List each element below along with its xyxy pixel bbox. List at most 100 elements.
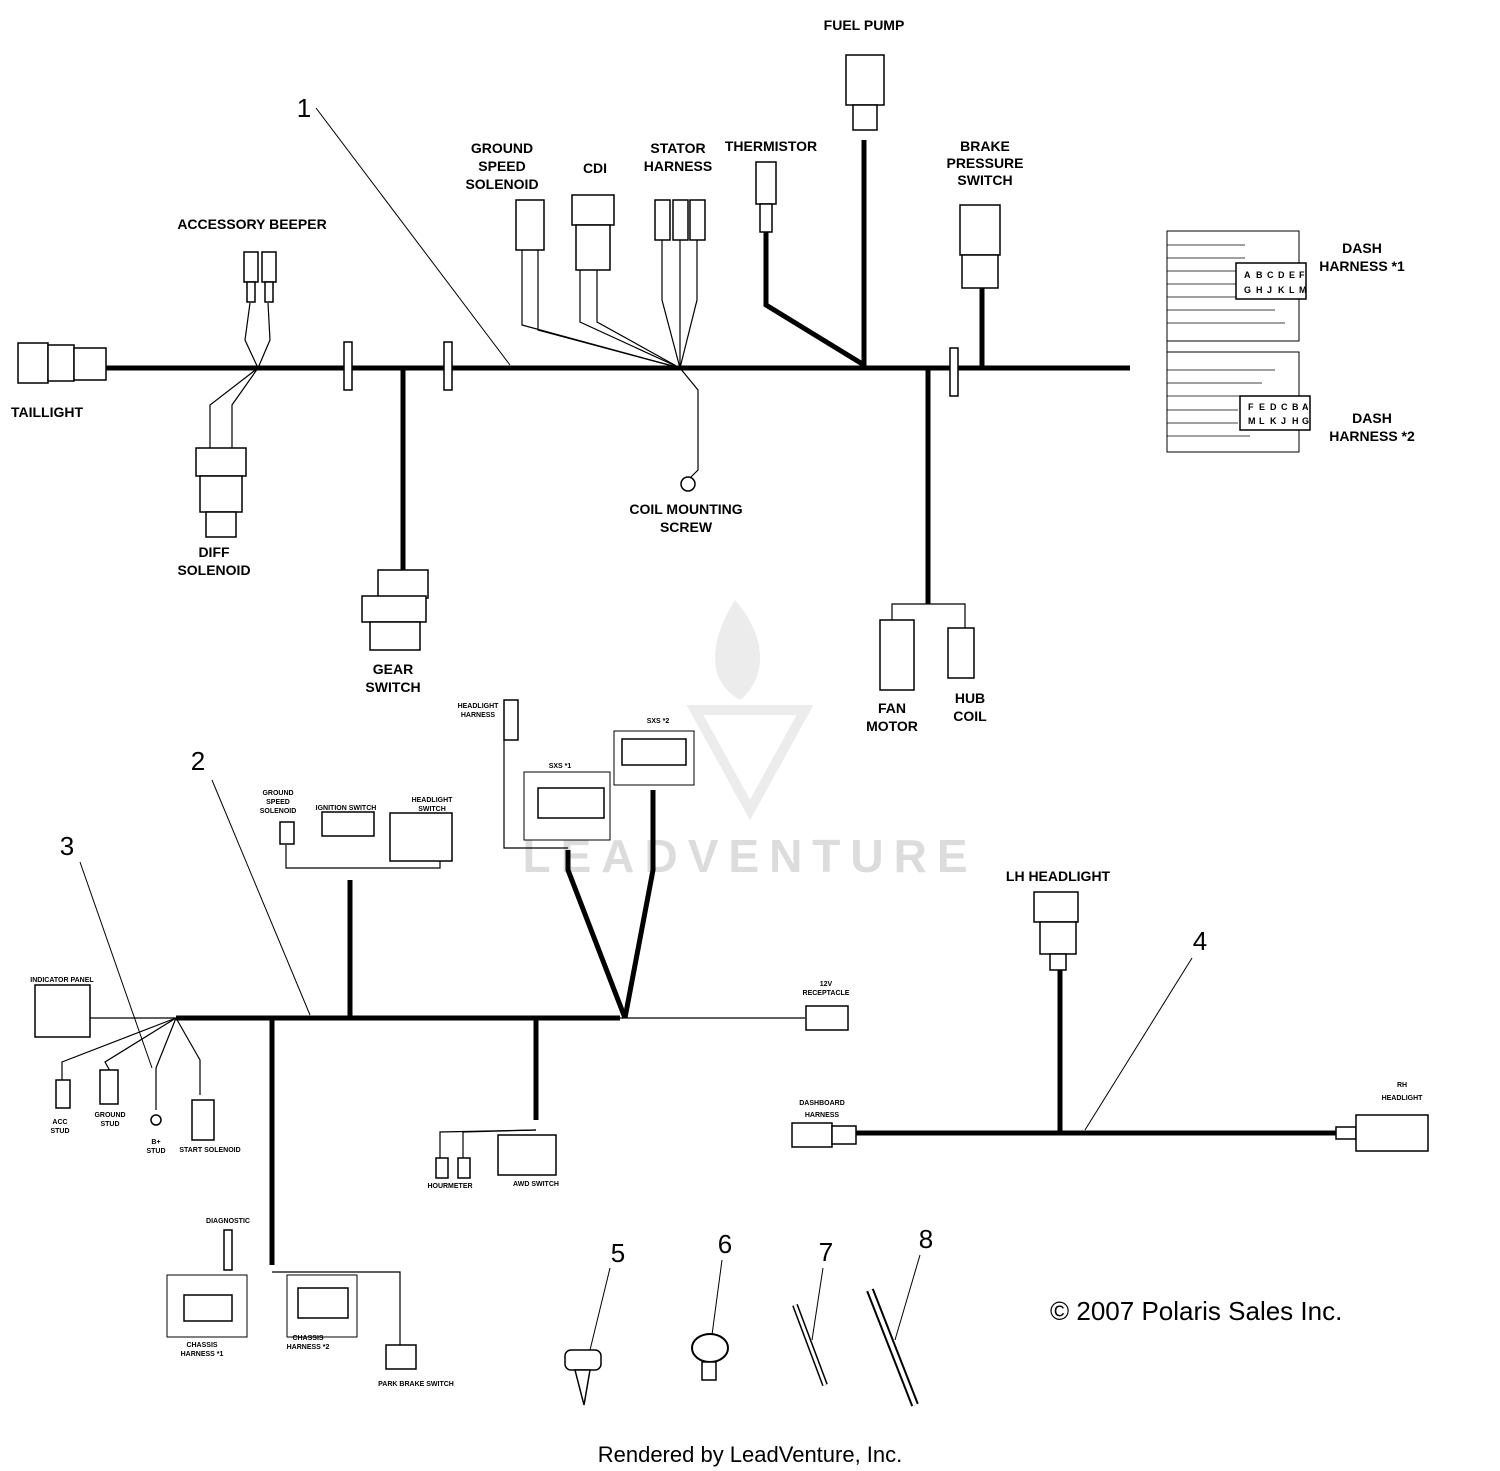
svg-text:D: D (1278, 270, 1285, 280)
watermark-text: LEADVENTURE (522, 830, 977, 882)
label-chassis-1-a: CHASSIS (186, 1342, 217, 1349)
ground-stud (99, 1069, 119, 1105)
svg-text:B: B (1256, 270, 1263, 280)
label-gss-small-2: SPEED (266, 799, 290, 806)
label-b-stud-1: B+ (151, 1139, 160, 1146)
svg-text:M: M (1248, 416, 1256, 426)
brake-pressure-switch-connector (959, 204, 1001, 289)
label-rh-headlight-2: HEADLIGHT (1382, 1095, 1424, 1102)
label-coil-mounting-screw-2: SCREW (660, 519, 713, 535)
label-fan-motor-2: MOTOR (866, 718, 918, 734)
watermark: LEADVENTURE (522, 600, 977, 882)
label-sxs-2: SXS *2 (647, 718, 670, 725)
label-gss-small-3: SOLENOID (260, 808, 297, 815)
label-cdi: CDI (583, 160, 607, 176)
thermistor-connector (755, 161, 777, 233)
loose-parts (564, 1288, 919, 1407)
rendered-by-text: Rendered by LeadVenture, Inc. (598, 1442, 903, 1467)
label-gear-switch-2: SWITCH (365, 679, 420, 695)
label-dashboard-harness-2: HARNESS (805, 1112, 840, 1119)
svg-text:C: C (1267, 270, 1274, 280)
callout-1: 1 (297, 93, 311, 123)
svg-text:J: J (1281, 416, 1286, 426)
label-acc-stud-1: ACC (52, 1119, 67, 1126)
callout-3: 3 (60, 831, 74, 861)
label-accessory-beeper: ACCESSORY BEEPER (177, 216, 326, 232)
indicator-panel (34, 984, 91, 1038)
label-chassis-1-b: HARNESS *1 (181, 1351, 224, 1358)
svg-text:L: L (1289, 285, 1295, 295)
svg-text:G: G (1244, 285, 1251, 295)
awd-switch (497, 1134, 557, 1176)
label-park-brake-switch: PARK BRAKE SWITCH (378, 1381, 454, 1388)
label-rh-headlight-1: RH (1397, 1082, 1407, 1089)
callout-2: 2 (191, 746, 205, 776)
label-hub-coil-1: HUB (955, 690, 985, 706)
svg-text:A: A (1244, 270, 1251, 280)
fan-motor-connector (879, 619, 915, 691)
label-receptacle-1: 12V (820, 981, 833, 988)
label-ground-stud-1: GROUND (94, 1112, 125, 1119)
svg-text:F: F (1248, 402, 1254, 412)
label-taillight: TAILLIGHT (11, 404, 84, 420)
label-headlight-harness-2: HARNESS (461, 712, 496, 719)
dashboard-harness-connector (791, 1122, 833, 1148)
label-brake-pressure-switch-2: PRESSURE (946, 155, 1023, 171)
stator-connectors (654, 199, 706, 241)
part-5 (564, 1349, 602, 1406)
label-diagnostic: DIAGNOSTIC (206, 1218, 250, 1225)
callout-8: 8 (919, 1224, 933, 1254)
svg-text:H: H (1292, 416, 1299, 426)
label-brake-pressure-switch-3: SWITCH (957, 172, 1012, 188)
label-hub-coil-2: COIL (953, 708, 987, 724)
svg-text:L: L (1259, 416, 1265, 426)
svg-text:K: K (1270, 416, 1277, 426)
svg-text:J: J (1267, 285, 1272, 295)
accessory-beeper-connector (243, 251, 277, 303)
svg-text:G: G (1302, 416, 1309, 426)
svg-text:B: B (1292, 402, 1299, 412)
label-diff-solenoid-1: DIFF (198, 544, 230, 560)
fuel-pump-connector (845, 54, 885, 131)
label-ground-speed-solenoid-1: GROUND (471, 140, 533, 156)
part-6 (691, 1333, 729, 1381)
park-brake-switch (385, 1344, 417, 1370)
chassis-harness-2-connector (297, 1287, 349, 1319)
callout-4: 4 (1193, 926, 1207, 956)
label-start-solenoid: START SOLENOID (179, 1147, 240, 1154)
headlight-switch (389, 812, 453, 862)
part-8 (866, 1288, 919, 1407)
label-dashboard-harness-1: DASHBOARD (799, 1100, 845, 1107)
label-lh-headlight: LH HEADLIGHT (1006, 868, 1111, 884)
inline-clips (343, 341, 959, 397)
label-ground-stud-2: STUD (100, 1121, 119, 1128)
harness-2: INDICATOR PANEL GROUND SPEED SOLENOID IG… (30, 699, 850, 1388)
hourmeter-terminal-1 (435, 1157, 449, 1179)
start-solenoid (191, 1099, 215, 1141)
callout-6: 6 (718, 1229, 732, 1259)
label-coil-mounting-screw-1: COIL MOUNTING (629, 501, 742, 517)
sxs-1-connector (537, 787, 605, 819)
rh-headlight-connector (1355, 1114, 1429, 1152)
svg-text:A: A (1302, 402, 1309, 412)
svg-text:D: D (1270, 402, 1277, 412)
label-dash-harness-2-b: HARNESS *2 (1329, 428, 1415, 444)
label-ground-speed-solenoid-2: SPEED (478, 158, 525, 174)
sxs-2-connector (621, 738, 687, 766)
diff-solenoid-connector (195, 447, 247, 538)
label-stator-harness-2: HARNESS (644, 158, 712, 174)
receptacle-12v (805, 1005, 849, 1031)
label-chassis-2-b: HARNESS *2 (287, 1344, 330, 1351)
label-brake-pressure-switch-1: BRAKE (960, 138, 1010, 154)
acc-stud (55, 1079, 71, 1109)
svg-text:H: H (1256, 285, 1263, 295)
ground-speed-solenoid-connector (515, 199, 545, 251)
svg-text:F: F (1299, 270, 1305, 280)
label-gear-switch-1: GEAR (373, 661, 413, 677)
harness-4: LH HEADLIGHT RH HEADLIGHT DASHBOARD HARN… (791, 868, 1429, 1152)
diagnostic-connector (223, 1229, 233, 1271)
label-diff-solenoid-2: SOLENOID (177, 562, 250, 578)
